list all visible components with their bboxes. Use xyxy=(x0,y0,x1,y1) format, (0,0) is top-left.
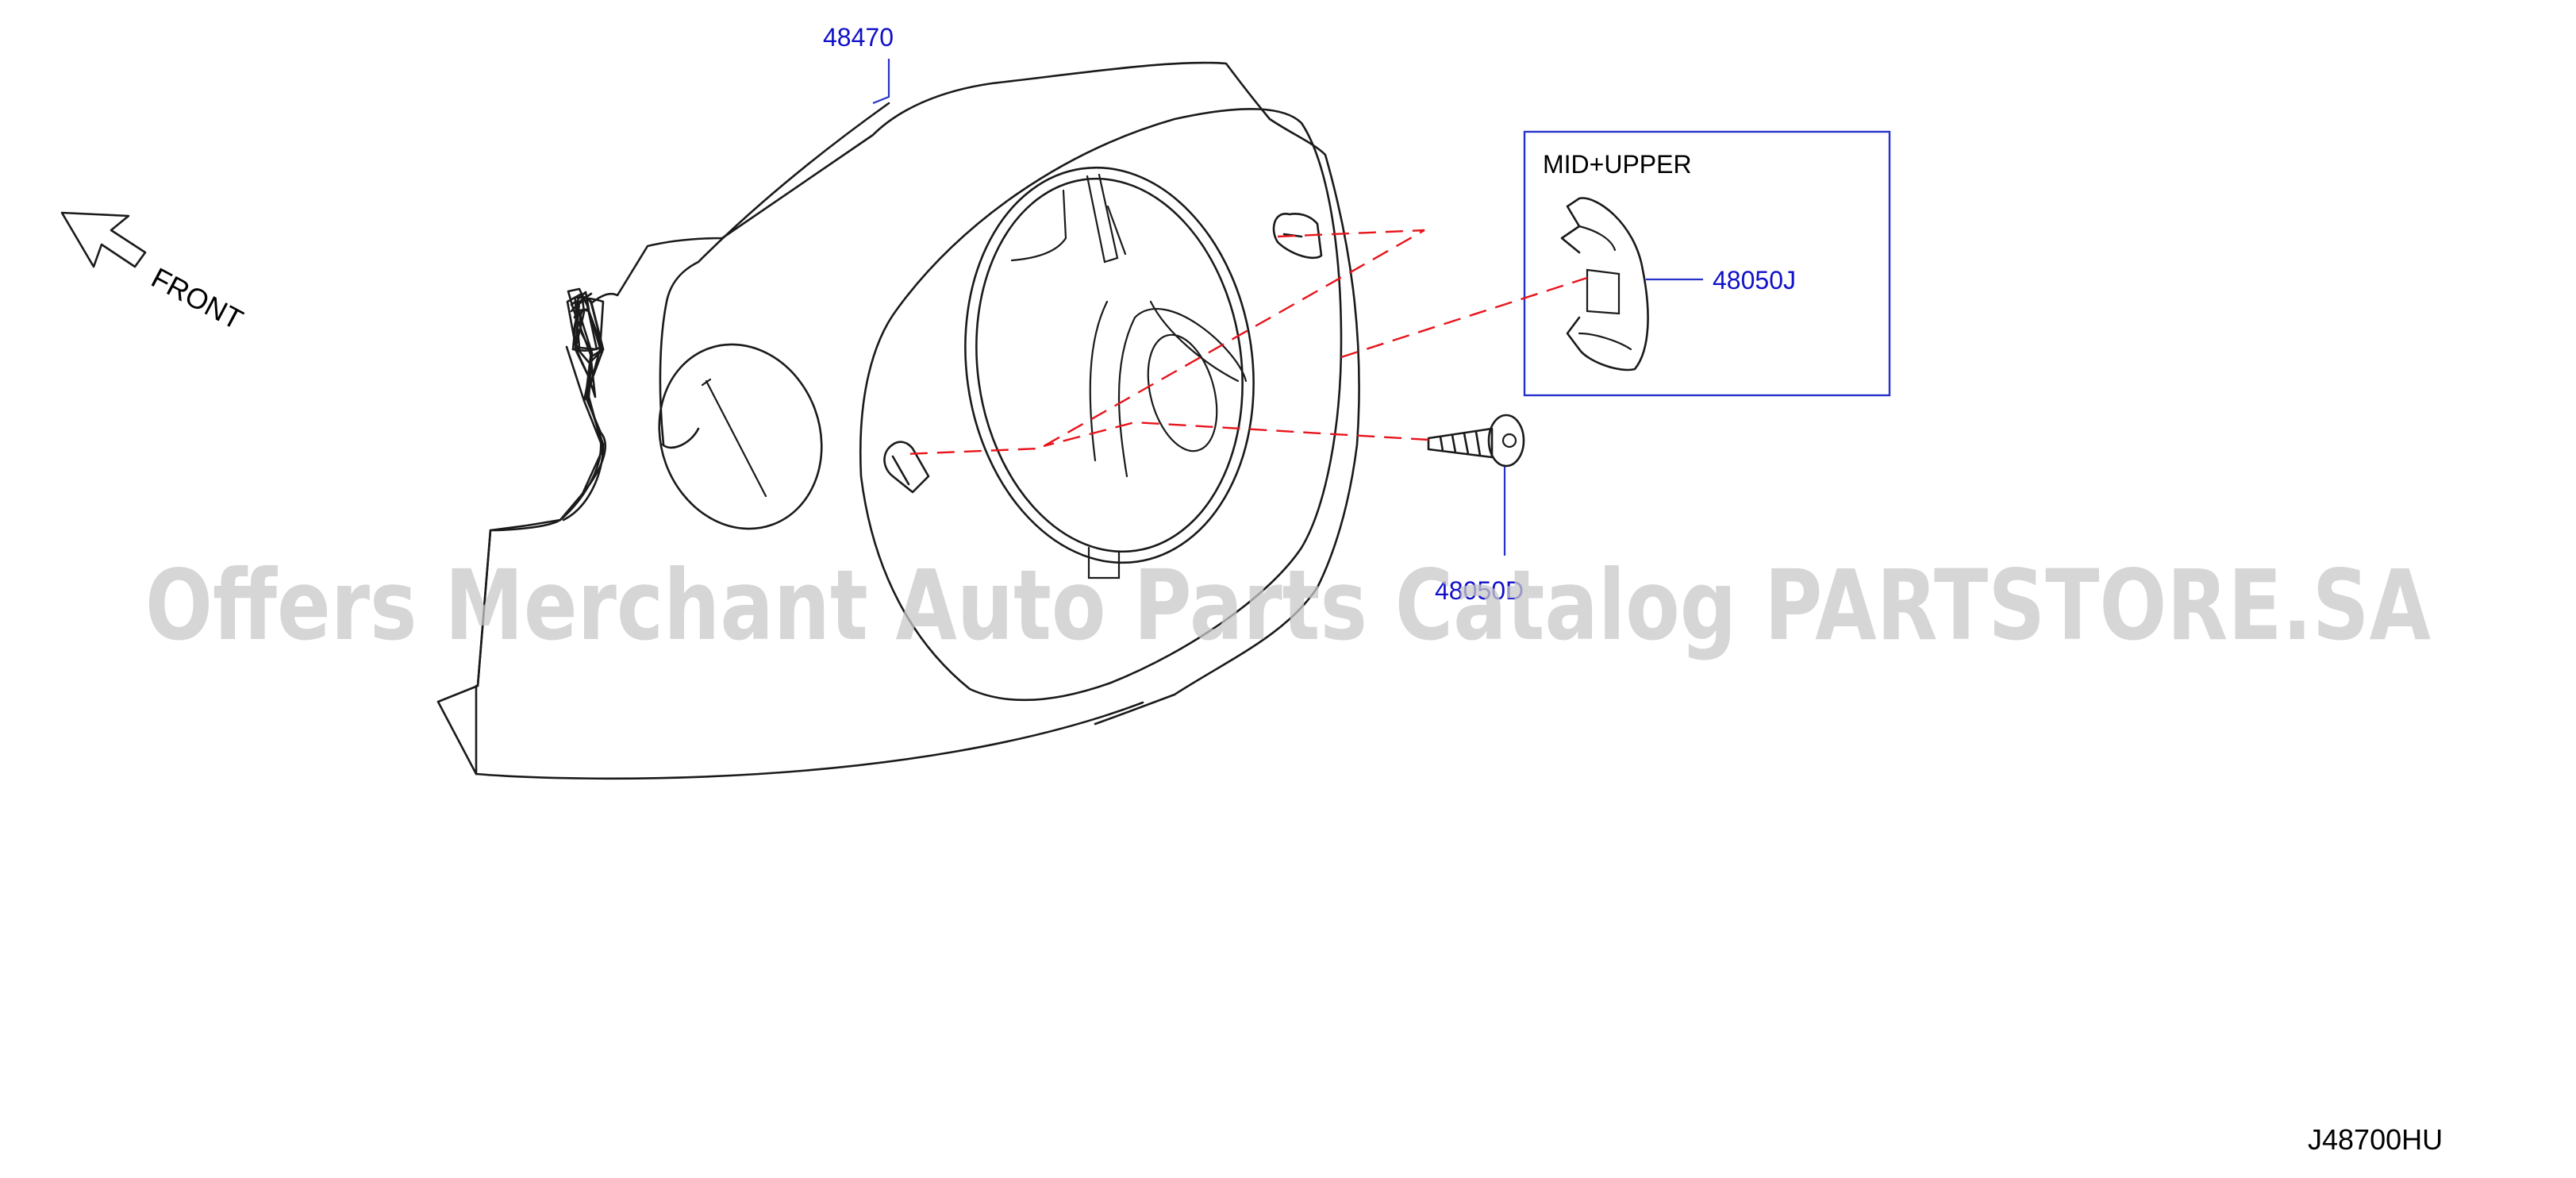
center-opening-inner xyxy=(975,177,1244,553)
diagram-code: J48700HU xyxy=(2308,1123,2443,1156)
detail-box xyxy=(1523,130,1891,397)
front-direction-indicator: FRONT xyxy=(60,211,248,336)
center-opening-tab xyxy=(1087,546,1121,579)
center-opening-contour xyxy=(1089,300,1248,478)
column-cover-left-shell xyxy=(659,102,890,449)
screw-shank xyxy=(1427,427,1494,459)
column-cover-upper-shell xyxy=(562,298,605,522)
center-opening-outer xyxy=(964,166,1255,564)
column-cover-shoulder xyxy=(590,61,1360,726)
left-dial-ring xyxy=(658,343,823,530)
part-label-48050d[interactable]: 48050D xyxy=(1435,576,1524,605)
guide-upper-lug xyxy=(904,229,1425,456)
guide-screw xyxy=(1043,421,1429,448)
part-label-48470[interactable]: 48470 xyxy=(823,23,894,52)
leader-48470 xyxy=(872,59,890,105)
watermark-text: Offers Merchant Auto Parts Catalog PARTS… xyxy=(145,549,2431,662)
clip-48050j-drawing xyxy=(1560,197,1649,371)
column-cover-main-edge xyxy=(475,296,1144,780)
front-label: FRONT xyxy=(146,261,248,336)
detail-box-title: MID+UPPER xyxy=(1543,150,1692,179)
column-cover-outline xyxy=(436,287,605,776)
screw-head xyxy=(1487,414,1525,468)
screw-socket xyxy=(1501,433,1517,448)
guide-clip xyxy=(1340,276,1588,359)
column-cover-inner-rim xyxy=(859,107,1343,702)
assembly-guides xyxy=(904,229,1588,456)
center-lens xyxy=(1147,333,1218,452)
left-dial-pointer xyxy=(701,378,767,498)
part-label-48050j[interactable]: 48050J xyxy=(1713,266,1796,294)
clip-detail xyxy=(1578,225,1632,351)
lower-lug xyxy=(883,441,930,494)
column-cover-drawing xyxy=(436,61,1360,780)
screw-48050d-drawing xyxy=(1427,414,1525,468)
center-opening-notch xyxy=(1010,173,1127,264)
front-arrow-icon xyxy=(60,211,147,268)
